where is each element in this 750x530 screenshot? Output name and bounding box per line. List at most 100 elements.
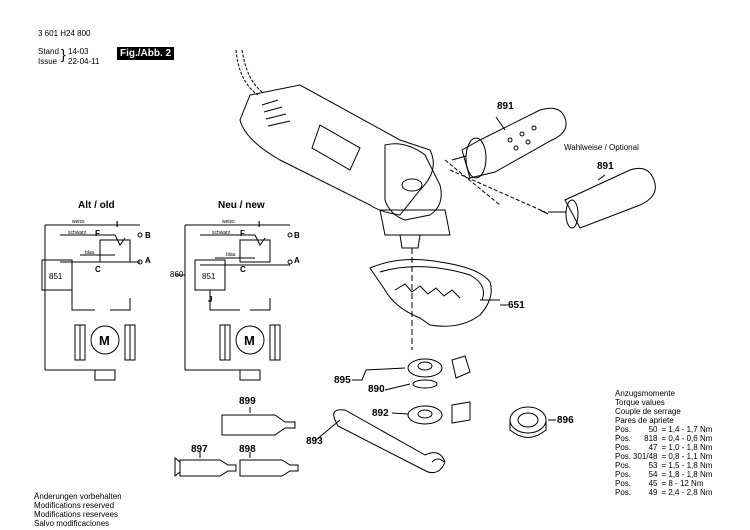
figure-label: Fig./Abb. 2	[117, 47, 175, 60]
old-wiring-title: Alt / old	[78, 200, 115, 211]
issue-date: 22-04-11	[68, 57, 100, 66]
bracket-glyph: }	[61, 46, 66, 62]
torque-num: 47	[648, 443, 658, 452]
part-899: 899	[239, 396, 256, 407]
old-851-label: 851	[49, 272, 63, 281]
table-row: Pos. 54= 1,8 - 1,8 Nm	[615, 470, 714, 479]
note-line: Salvo modificaciones	[34, 519, 110, 528]
grease-tube-897	[174, 456, 237, 478]
torque-pos: Pos.	[615, 425, 632, 434]
table-row: Pos. 50= 1,4 - 1,7 Nm	[615, 425, 714, 434]
stand-label: Stand	[38, 47, 59, 56]
new-I-label: I	[258, 220, 261, 229]
torque-num: 45	[648, 479, 658, 488]
part-890: 890	[368, 384, 385, 395]
torque-block: Anzugsmomente Torque values Couple de se…	[615, 389, 714, 497]
torque-val: = 1,0 - 1,8 Nm	[661, 443, 713, 452]
part-891-top: 891	[497, 101, 514, 112]
torque-num: 301/48	[633, 452, 658, 461]
torque-val: = 2,4 - 2,8 Nm	[661, 488, 713, 497]
torque-val: = 1,8 - 1,8 Nm	[661, 470, 713, 479]
old-schwarz-label: schwarz	[68, 230, 87, 236]
part-897: 897	[191, 444, 208, 455]
angle-grinder-body	[239, 84, 451, 350]
power-cable	[235, 49, 263, 96]
part-898: 898	[239, 444, 256, 455]
optional-label: Wahlweise / Optional	[564, 143, 639, 152]
old-blau-label: blau	[85, 250, 95, 256]
torque-table: Pos. 50= 1,4 - 1,7 Nm Pos. 818= 0,4 - 0,6 …	[615, 425, 714, 497]
torque-val: = 0,8 - 1,1 Nm	[661, 452, 713, 461]
torque-heading: Torque values	[615, 398, 665, 407]
torque-heading: Pares de apriete	[615, 416, 674, 425]
note-line: Modifications reservees	[34, 510, 119, 519]
torque-pos: Pos.	[615, 470, 632, 479]
torque-pos: Pos.	[615, 479, 632, 488]
document-number: 3 601 H24 800	[38, 29, 91, 38]
wiring-diagram-old	[41, 224, 143, 381]
new-J-label: J	[208, 295, 213, 304]
new-wiring-title: Neu / new	[218, 200, 265, 211]
table-row: Pos. 818= 0,4 - 0,6 Nm	[615, 434, 714, 443]
torque-pos: Pos.	[615, 443, 632, 452]
new-860-label: 860	[170, 270, 184, 279]
new-motor-label: M	[244, 333, 255, 348]
new-weiss-label: weiss	[222, 219, 235, 225]
part-651: 651	[508, 300, 525, 311]
grease-tube-898	[239, 459, 299, 477]
part-896: 896	[557, 415, 574, 426]
torque-pos: Pos.	[615, 488, 632, 497]
wiring-diagram-new	[175, 224, 293, 381]
torque-val: = 0,4 - 0,6 Nm	[661, 434, 713, 443]
torque-num: 50	[648, 425, 658, 434]
flange-890	[407, 355, 471, 389]
grease-tube-899	[221, 414, 296, 436]
torque-num: 818	[644, 434, 658, 443]
table-row: Pos. 45= 8 - 12 Nm	[615, 479, 714, 488]
old-motor-label: M	[99, 333, 110, 348]
old-A-label: A	[145, 256, 151, 265]
old-I-label: I	[116, 220, 119, 229]
torque-heading: Anzugsmomente	[615, 389, 676, 398]
new-851-label: 851	[202, 272, 216, 281]
torque-pos: Pos.	[615, 434, 632, 443]
notes-block: Änderungen vorbehalten Modifications res…	[34, 492, 122, 528]
issue-label: Issue	[38, 57, 58, 66]
old-C-label: C	[95, 265, 101, 274]
old-F-label: F	[95, 229, 100, 238]
new-schwarz-label: schwarz	[212, 230, 231, 236]
torque-val: = 1,5 - 1,8 Nm	[661, 461, 713, 470]
torque-pos: Pos.	[615, 461, 632, 470]
new-C-label: C	[240, 265, 246, 274]
note-line: Modifications reserved	[34, 501, 115, 510]
torque-pos: Pos.	[615, 452, 632, 461]
torque-val: = 8 - 12 Nm	[661, 479, 704, 488]
wheel-guard-651	[369, 259, 500, 327]
new-A-label: A	[294, 256, 300, 265]
old-B-label: B	[145, 231, 151, 240]
spanner-893	[333, 409, 446, 473]
new-F-label: F	[240, 229, 245, 238]
clamping-nut-892	[407, 401, 471, 425]
old-weiss-label: weiss	[72, 219, 85, 225]
torque-val: = 1,4 - 1,7 Nm	[661, 425, 713, 434]
torque-heading: Couple de serrage	[615, 407, 681, 416]
new-blau-label: blau	[226, 252, 236, 258]
torque-num: 54	[648, 470, 658, 479]
part-892: 892	[372, 408, 389, 419]
side-handle-891-optional	[449, 167, 656, 229]
table-row: Pos. 53= 1,5 - 1,8 Nm	[615, 461, 714, 470]
side-handle-891-top	[444, 107, 567, 206]
table-row: Pos. 49= 2,4 - 2,8 Nm	[615, 488, 714, 497]
part-893: 893	[306, 436, 323, 447]
new-B-label: B	[294, 231, 300, 240]
part-895: 895	[334, 375, 351, 386]
table-row: Pos.301/48= 0,8 - 1,1 Nm	[615, 452, 714, 461]
torque-num: 49	[648, 488, 658, 497]
quick-nut-896	[509, 406, 547, 438]
stand-date: 14-03	[68, 47, 89, 56]
table-row: Pos. 47= 1,0 - 1,8 Nm	[615, 443, 714, 452]
note-line: Änderungen vorbehalten	[34, 492, 122, 501]
torque-num: 53	[648, 461, 658, 470]
